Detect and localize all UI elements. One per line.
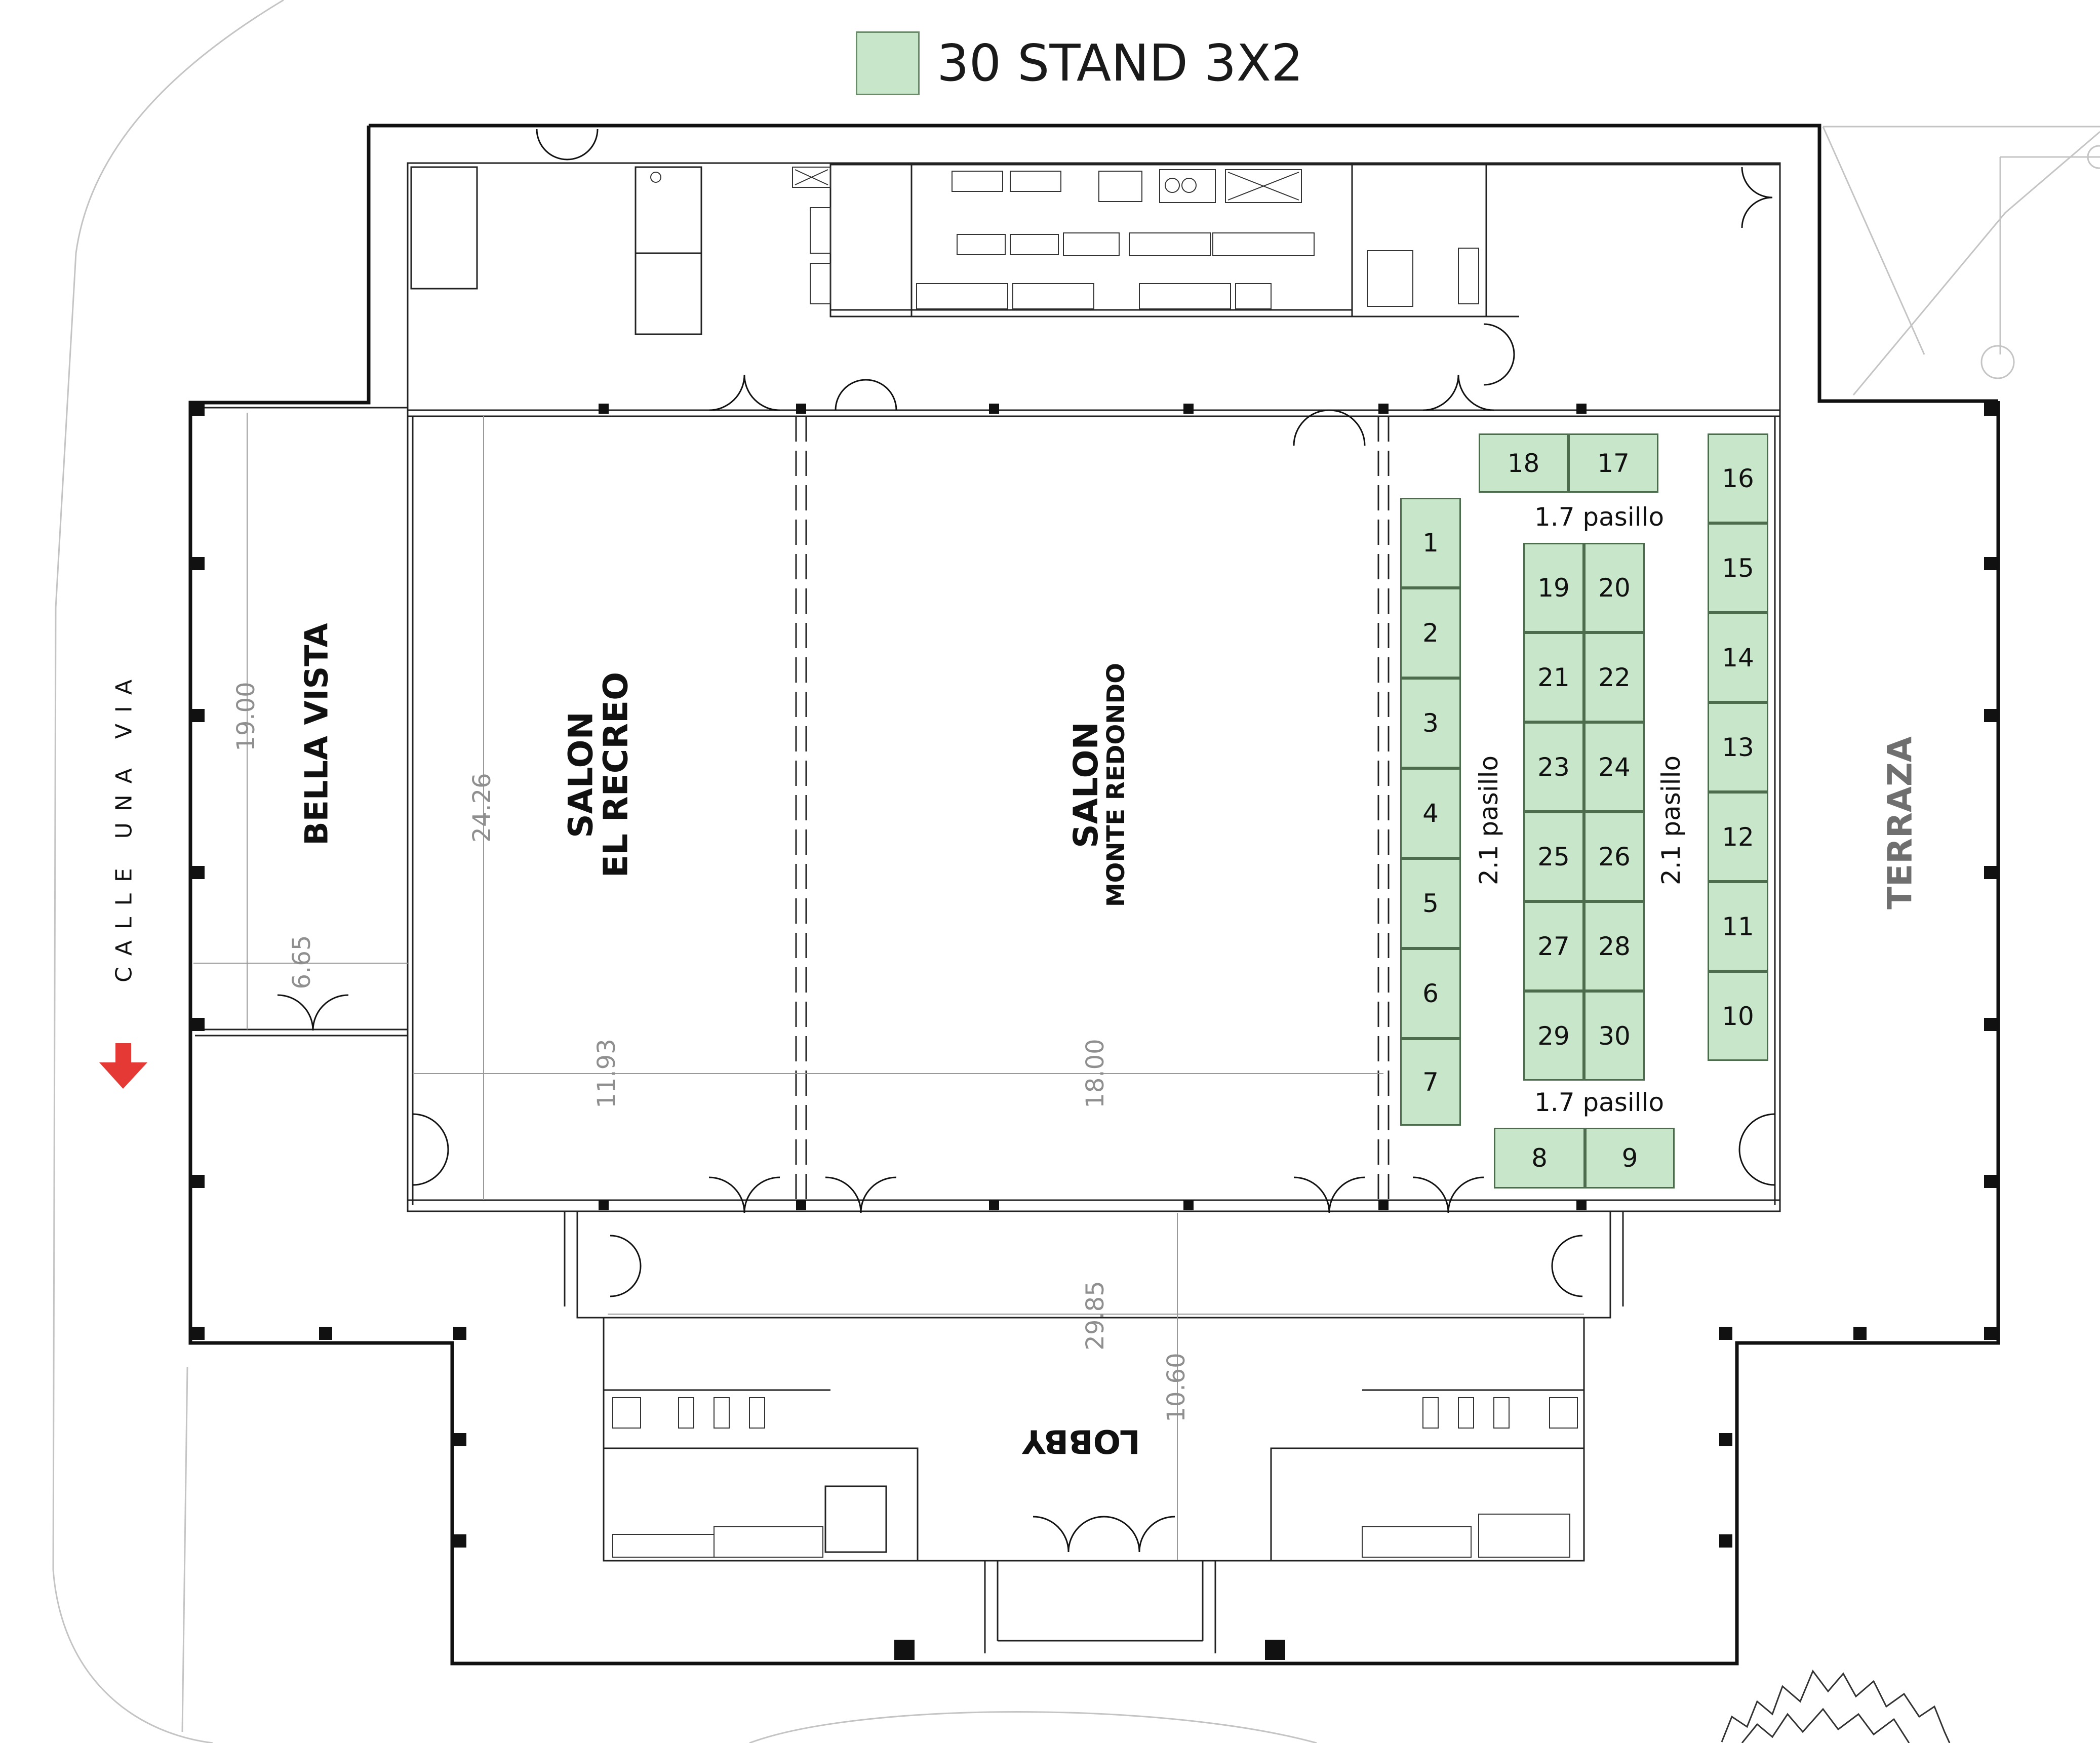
dimension-24-26: 24.26	[468, 773, 496, 843]
room-label-salon-monte: SALON MONTE REDONDO	[1066, 662, 1131, 907]
stand-26[interactable]: 26	[1584, 812, 1645, 901]
dimension-19-00: 19.00	[232, 682, 260, 751]
stand-17[interactable]: 17	[1568, 433, 1658, 493]
legend-label: 30 STAND 3X2	[937, 33, 1303, 93]
one-way-arrow-icon	[99, 1043, 147, 1089]
stand-3[interactable]: 3	[1400, 678, 1461, 768]
outer-walls	[188, 124, 2000, 1666]
stand-24[interactable]: 24	[1584, 722, 1645, 812]
stand-13[interactable]: 13	[1708, 702, 1768, 792]
aisle-label-top: 1.7 pasillo	[1534, 502, 1665, 532]
stand-12[interactable]: 12	[1708, 792, 1768, 882]
room-label-bella-vista: BELLA VISTA	[298, 623, 335, 846]
stand-18[interactable]: 18	[1479, 433, 1568, 493]
tree-symbols	[1721, 1670, 1951, 1743]
stand-9[interactable]: 9	[1585, 1128, 1675, 1189]
room-label-salon-recreo-line2: EL RECREO	[597, 671, 636, 878]
stand-29[interactable]: 29	[1523, 991, 1584, 1081]
kitchen-fixtures	[650, 167, 1479, 309]
dimension-11-93: 11.93	[592, 1039, 621, 1108]
street-label: CALLE UNA VIA	[111, 668, 137, 983]
inner-walls	[195, 162, 1781, 1653]
stand-21[interactable]: 21	[1523, 632, 1584, 722]
dimension-6-65: 6.65	[288, 935, 316, 989]
room-label-terraza: TERRAZA	[1880, 736, 1920, 909]
room-label-salon-monte-line2: MONTE REDONDO	[1102, 662, 1131, 907]
room-label-salon-recreo-line1: SALON	[561, 711, 601, 838]
stand-25[interactable]: 25	[1523, 812, 1584, 901]
stand-20[interactable]: 20	[1584, 543, 1645, 632]
room-label-lobby: LOBBY	[1022, 1422, 1140, 1460]
aisle-label-bottom: 1.7 pasillo	[1534, 1088, 1665, 1117]
stand-30[interactable]: 30	[1584, 991, 1645, 1081]
restroom-fixtures	[612, 1397, 1578, 1558]
stand-27[interactable]: 27	[1523, 901, 1584, 991]
dimension-lines	[193, 413, 1584, 1560]
stand-6[interactable]: 6	[1400, 948, 1461, 1039]
stand-7[interactable]: 7	[1400, 1039, 1461, 1126]
columns	[191, 403, 1997, 1660]
room-label-salon-recreo: SALON EL RECREO	[561, 671, 636, 878]
stand-23[interactable]: 23	[1523, 722, 1584, 812]
stand-15[interactable]: 15	[1708, 523, 1768, 613]
stand-5[interactable]: 5	[1400, 858, 1461, 948]
dimension-29-85: 29.85	[1081, 1281, 1110, 1351]
stand-16[interactable]: 16	[1708, 433, 1768, 523]
stand-11[interactable]: 11	[1708, 882, 1768, 971]
stand-19[interactable]: 19	[1523, 543, 1584, 632]
stand-14[interactable]: 14	[1708, 613, 1768, 702]
aisle-label-left: 2.1 pasillo	[1474, 755, 1503, 886]
partitions	[795, 416, 1390, 1200]
legend-swatch	[856, 31, 920, 95]
stand-1[interactable]: 1	[1400, 498, 1461, 588]
door-swings	[277, 129, 1775, 1553]
stand-2[interactable]: 2	[1400, 588, 1461, 678]
aisle-label-right: 2.1 pasillo	[1656, 755, 1686, 886]
room-label-salon-monte-line1: SALON	[1066, 722, 1106, 848]
dimension-18-00: 18.00	[1081, 1039, 1110, 1108]
stand-22[interactable]: 22	[1584, 632, 1645, 722]
stand-10[interactable]: 10	[1708, 971, 1768, 1061]
stand-28[interactable]: 28	[1584, 901, 1645, 991]
dimension-10-60: 10.60	[1162, 1353, 1191, 1422]
stand-8[interactable]: 8	[1494, 1128, 1585, 1189]
stand-4[interactable]: 4	[1400, 768, 1461, 858]
site-lines	[52, 0, 2100, 1743]
